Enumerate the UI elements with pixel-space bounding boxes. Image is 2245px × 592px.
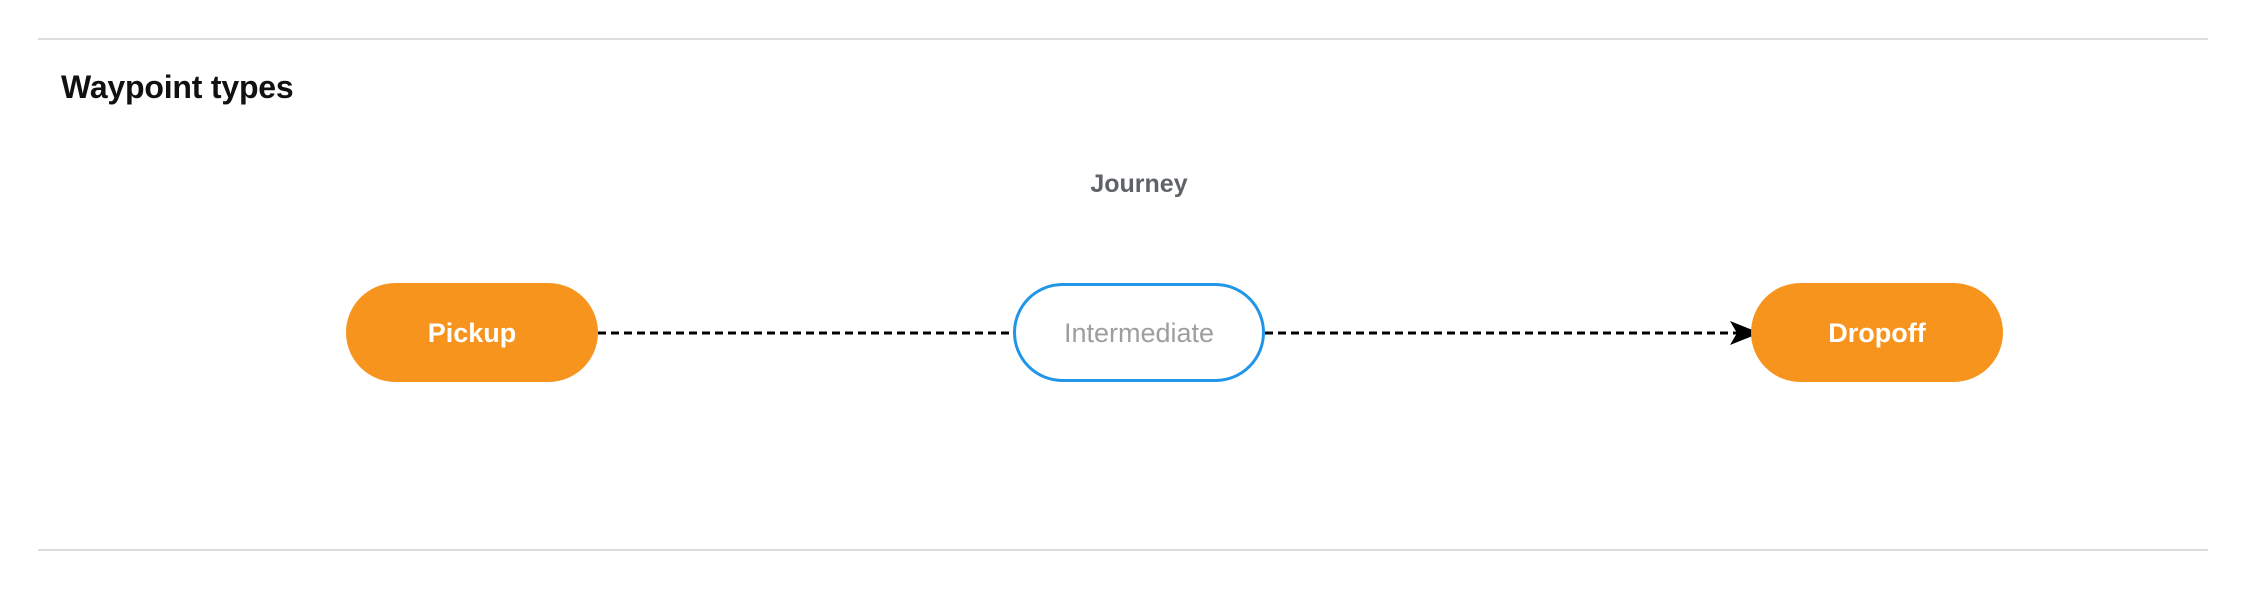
waypoint-node-dropoff-label: Dropoff [1828,317,1926,348]
waypoint-node-dropoff[interactable]: Dropoff [1751,283,2003,382]
waypoint-node-pickup-label: Pickup [427,317,517,348]
waypoint-node-pickup[interactable]: Pickup [346,283,598,382]
section-divider-top [38,38,2208,40]
section-divider-bottom [38,549,2208,551]
waypoint-node-intermediate-label: Intermediate [1063,317,1215,348]
page-title: Waypoint types [61,69,294,105]
journey-group-label: Journey [1090,170,1188,198]
waypoint-node-intermediate[interactable]: Intermediate [1013,283,1265,382]
